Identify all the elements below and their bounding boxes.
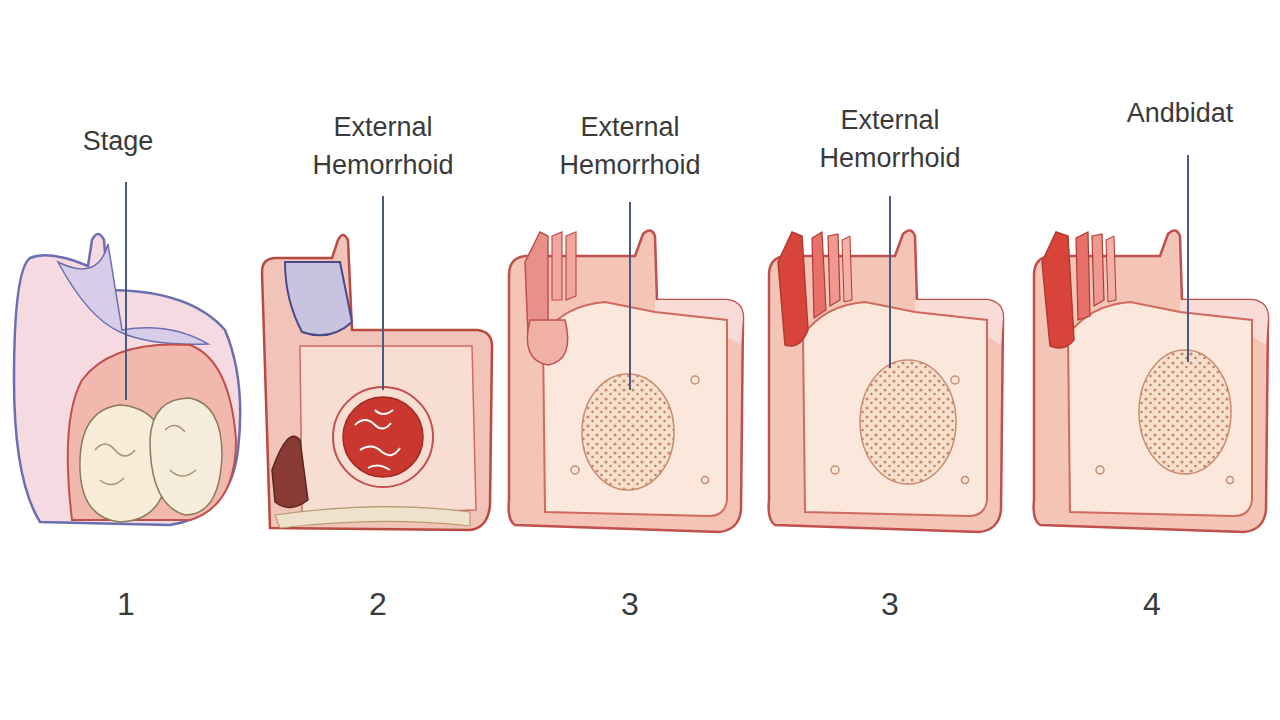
- stage-number: 3: [590, 582, 670, 627]
- stage-label: Stage: [8, 122, 228, 160]
- stage-number: 1: [86, 582, 166, 627]
- panel-three: [509, 202, 743, 532]
- stage-number: 4: [1112, 582, 1192, 627]
- panel-five: [1034, 155, 1268, 532]
- panel-two: [262, 196, 492, 530]
- panel-four: [769, 196, 1003, 532]
- stage-number: 3: [850, 582, 930, 627]
- panel-one: [14, 182, 240, 525]
- callout-label: External Hemorrhoid: [795, 101, 985, 177]
- callout-label: External Hemorrhoid: [535, 108, 725, 184]
- callout-label: Andbidat: [1095, 94, 1265, 132]
- callout-label: External Hemorrhoid: [288, 108, 478, 184]
- stage-number: 2: [338, 582, 418, 627]
